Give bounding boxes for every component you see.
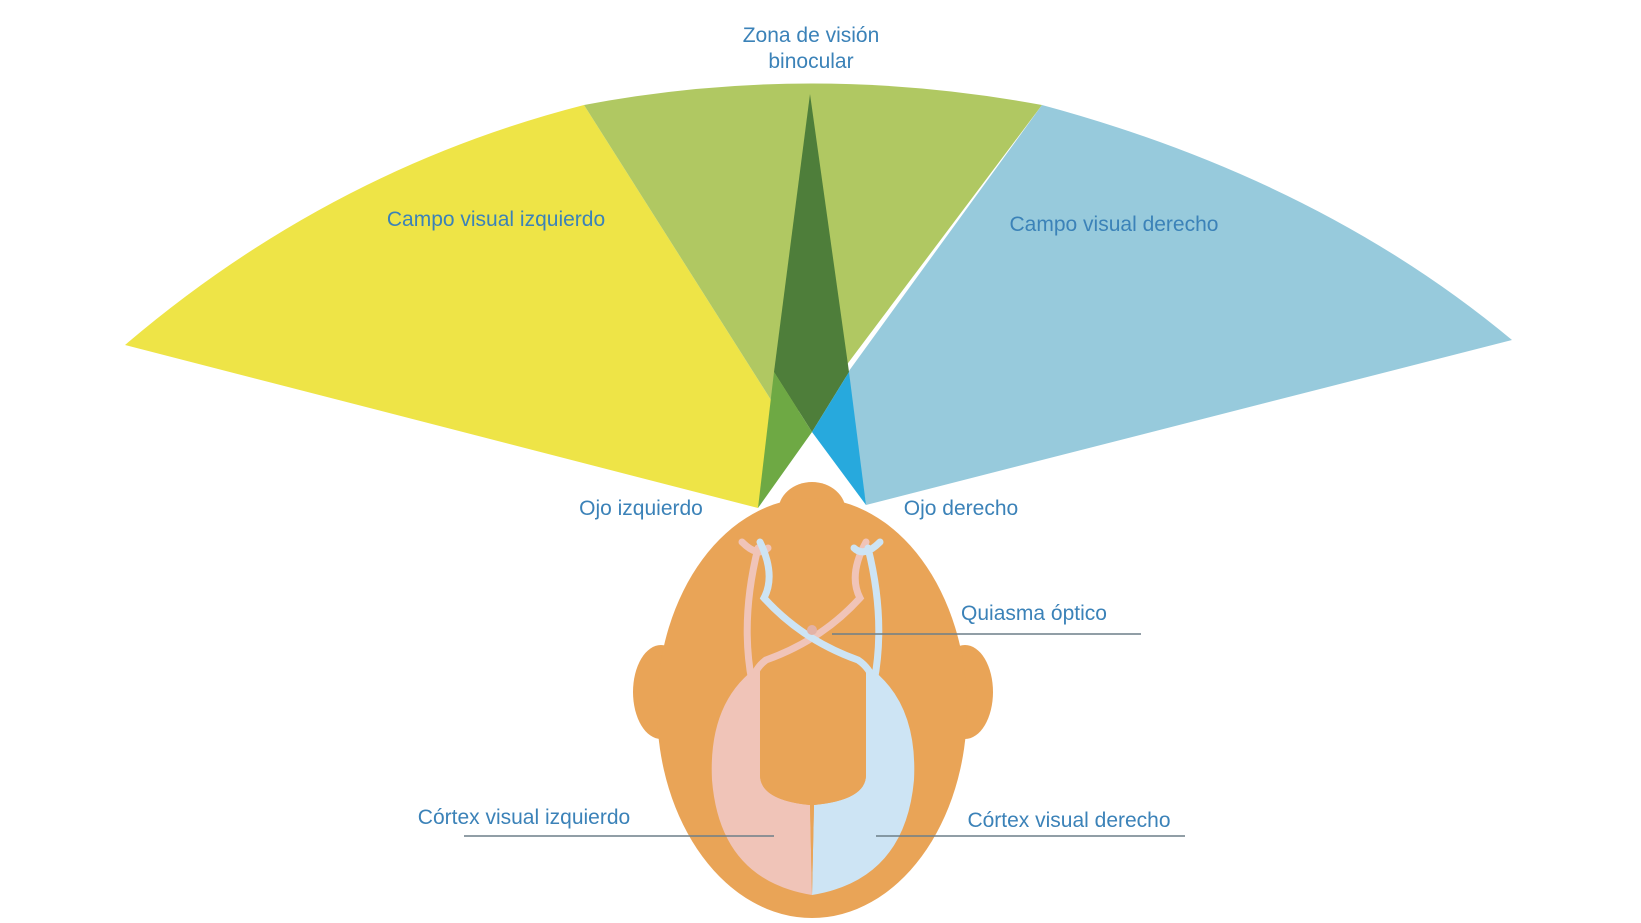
right-visual-cortex [812, 665, 915, 895]
right-visual-field-label: Campo visual derecho [1010, 213, 1219, 236]
binocular-zone-label-line2: binocular [768, 50, 853, 73]
optic-chiasm-label: Quiasma óptico [961, 602, 1107, 625]
left-visual-cortex-label: Córtex visual izquierdo [418, 806, 630, 829]
binocular-vision-zone [774, 94, 849, 432]
binocular-zone-label-line1: Zona de visión [743, 24, 880, 47]
left-visual-field-label: Campo visual izquierdo [387, 208, 605, 231]
right-eye-label: Ojo derecho [904, 497, 1018, 520]
optic-chiasm [807, 625, 817, 635]
right-visual-cortex-label: Córtex visual derecho [967, 809, 1170, 832]
central-brain-body [760, 648, 866, 895]
head-illustration [633, 482, 993, 918]
right-eye-wedge [812, 372, 866, 505]
left-visual-cortex [711, 665, 812, 895]
left-eye-wedge [758, 372, 812, 508]
left-visual-field [125, 105, 778, 508]
left-eye-label: Ojo izquierdo [579, 497, 703, 520]
right-visual-field [846, 105, 1512, 505]
right-optic-pathway [756, 538, 884, 686]
